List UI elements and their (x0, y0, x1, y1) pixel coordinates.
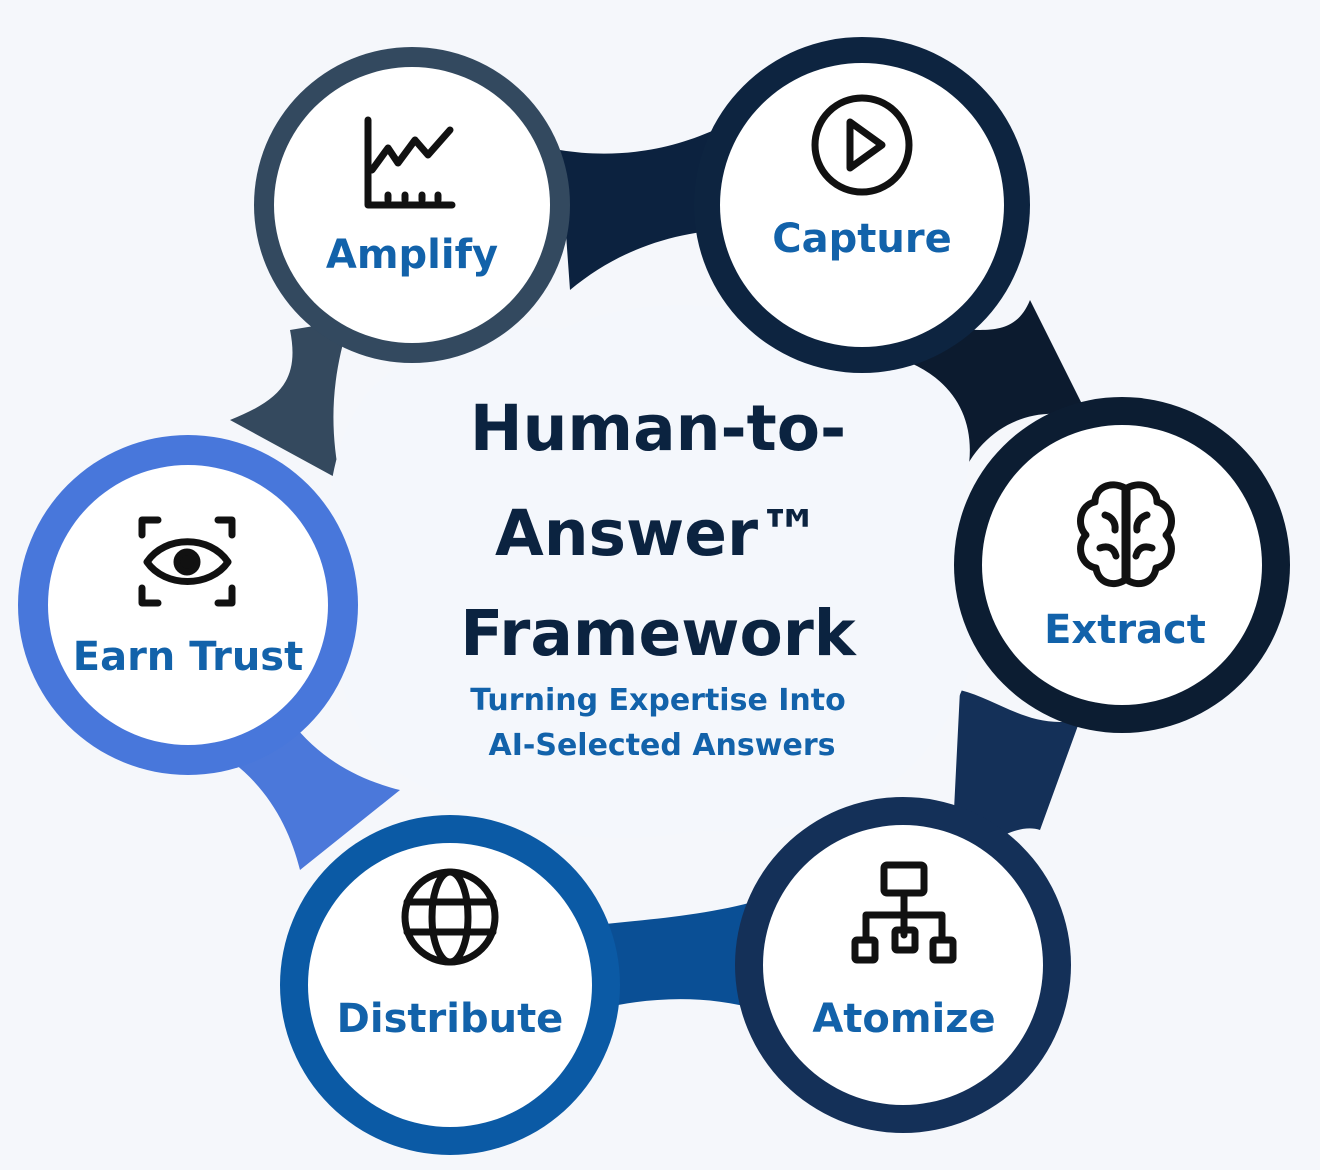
node-label-distribute: Distribute (337, 996, 564, 1042)
node-earn-trust (18, 435, 358, 775)
node-capture (694, 37, 1030, 373)
subtitle-line-1: Turning Expertise Into (470, 683, 845, 718)
node-label-atomize: Atomize (812, 996, 995, 1042)
node-distribute (280, 815, 620, 1155)
center-cloud (327, 305, 977, 838)
brain-icon (1077, 481, 1175, 587)
node-label-extract: Extract (1044, 607, 1206, 653)
subtitle-line-2: AI-Selected Answers (489, 728, 836, 763)
eye-scan-icon (138, 516, 236, 607)
globe-icon (401, 868, 499, 966)
node-label-amplify: Amplify (326, 232, 498, 278)
hierarchy-icon (851, 861, 957, 964)
line-chart-icon (364, 116, 456, 209)
title-line-3: Framework (460, 597, 858, 670)
node-atomize (735, 797, 1071, 1133)
title-line-1: Human-to- (470, 392, 846, 465)
play-circle-icon (811, 94, 913, 196)
connector-earntrust-amplify (230, 320, 350, 480)
node-label-earn-trust: Earn Trust (73, 634, 303, 680)
title-line-2: Answer™ (495, 497, 821, 570)
node-label-capture: Capture (772, 216, 951, 262)
connector-distribute-earntrust (230, 720, 400, 870)
